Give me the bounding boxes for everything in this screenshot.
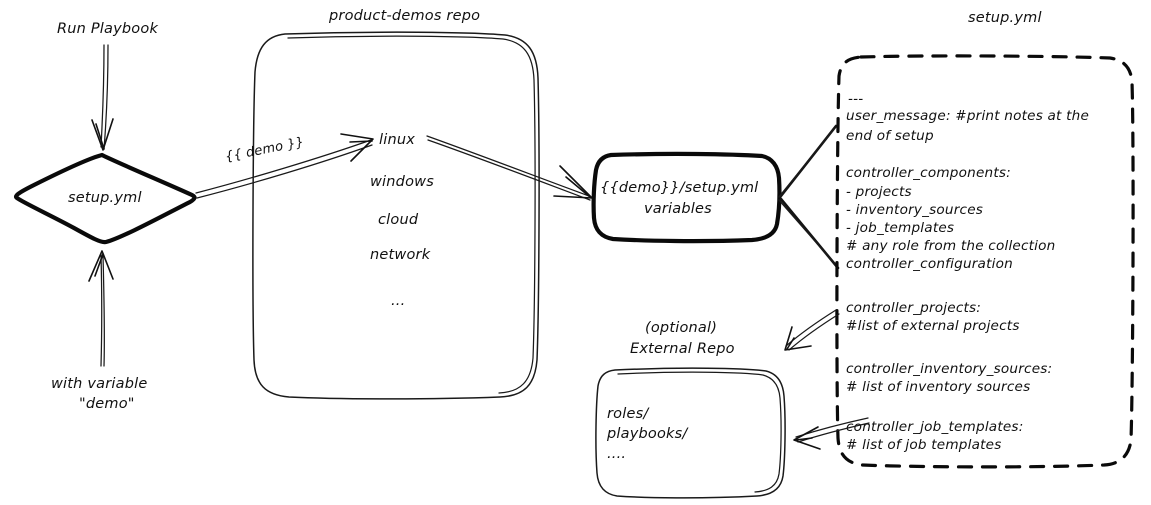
- demo-setup-variables-box[interactable]: {{demo}}/setup.yml variables: [591, 151, 782, 244]
- vars-box-outline: [591, 151, 782, 244]
- code-line-18: # list of job templates: [846, 437, 1002, 453]
- code-line-6: - inventory_sources: [846, 202, 983, 218]
- code-line-12: #list of external projects: [846, 318, 1020, 334]
- ext-edge-top-arrowhead: [784, 326, 812, 351]
- linux-to-vars-edge: [426, 135, 593, 201]
- setupyml-vars-edge-top-double: [778, 128, 835, 198]
- external-repo-line-roles: roles/: [607, 406, 650, 422]
- external-repo-box[interactable]: (optional) External Repo roles/ playbook…: [595, 320, 786, 499]
- with-variable-arrowhead: [88, 250, 114, 282]
- code-line-0: ---: [848, 91, 863, 107]
- linux-vars-shaft-b: [427, 139, 591, 201]
- product-demos-repo-title: product-demos repo: [328, 8, 480, 24]
- product-demos-repo-outline: [252, 31, 540, 400]
- product-demos-repo-outline-double: [287, 35, 536, 394]
- demo-edge-shaft-a: [195, 139, 372, 194]
- vars-box-line1: {{demo}}/setup.yml: [600, 180, 758, 196]
- code-line-15: # list of inventory sources: [846, 379, 1030, 395]
- setup-yml-content-panel[interactable]: setup.yml --- user_message: #print notes…: [835, 10, 1135, 469]
- external-repo-outline: [595, 367, 786, 499]
- code-line-1: user_message: #print notes at the: [846, 108, 1089, 124]
- code-line-17: controller_job_templates:: [846, 419, 1024, 435]
- ext-edge-bottom-arrowhead: [793, 426, 821, 450]
- setup-yml-diamond-outline: [14, 152, 197, 245]
- ext-edge-top-b: [788, 313, 840, 351]
- run-playbook-arrow-shaft-a: [100, 44, 105, 148]
- ext-edge-top-arrowhead-inner: [786, 337, 795, 350]
- code-line-14: controller_inventory_sources:: [846, 361, 1052, 377]
- product-demos-repo-items: linux windows cloud network ...: [370, 132, 434, 309]
- external-repo-line-ellipsis: ....: [607, 446, 626, 462]
- run-playbook-label: Run Playbook: [57, 21, 158, 37]
- run-playbook-arrowhead: [91, 118, 114, 151]
- repo-item-linux[interactable]: linux: [379, 132, 415, 148]
- repo-item-cloud[interactable]: cloud: [378, 212, 419, 228]
- setup-yml-panel-title: setup.yml: [968, 10, 1042, 26]
- setupyml-to-vars-edges: [778, 124, 840, 270]
- repo-item-network[interactable]: network: [370, 247, 431, 263]
- with-variable-arrow-shaft-b: [102, 254, 106, 367]
- setupyml-to-external-repo-edges: [784, 309, 870, 450]
- vars-box-fill: [596, 155, 777, 237]
- setup-yml-panel-dashed-border: [835, 54, 1135, 469]
- code-line-9: controller_configuration: [846, 256, 1013, 272]
- run-playbook-arrow-shaft-b: [103, 44, 109, 150]
- linux-vars-arrowhead-inner: [565, 176, 591, 198]
- repo-item-windows[interactable]: windows: [370, 174, 434, 190]
- external-repo-outline-double: [617, 371, 782, 493]
- repo-item-ellipsis: ...: [391, 293, 405, 309]
- code-line-4: controller_components:: [846, 165, 1011, 181]
- run-playbook-arrowhead-inner: [95, 123, 105, 150]
- code-line-2: end of setup: [846, 128, 934, 144]
- code-line-11: controller_projects:: [846, 300, 981, 316]
- vars-box-line2: variables: [644, 201, 712, 217]
- demo-edge-shaft-b: [196, 144, 373, 199]
- with-variable-group: with variable "demo": [51, 250, 147, 412]
- ext-edge-top-a: [785, 309, 837, 347]
- code-line-5: - projects: [846, 184, 912, 200]
- with-variable-label-line2: "demo": [79, 396, 135, 412]
- with-variable-arrow-shaft-a: [100, 253, 103, 367]
- external-repo-line-playbooks: playbooks/: [606, 426, 689, 442]
- external-repo-title-line2: External Repo: [630, 341, 735, 357]
- with-variable-label-line1: with variable: [51, 376, 147, 392]
- product-demos-repo-box[interactable]: product-demos repo linux windows cloud n…: [252, 8, 540, 400]
- demo-edge-label: {{ demo }}: [224, 135, 306, 165]
- ext-edge-bottom-arrowhead-inner: [795, 437, 813, 441]
- demo-edge-arrowhead-inner: [349, 140, 373, 143]
- demo-edge-group: {{ demo }}: [195, 133, 374, 199]
- linux-vars-shaft-a: [426, 135, 590, 197]
- ext-edge-bottom-b: [797, 422, 870, 443]
- setup-yml-code-lines: --- user_message: #print notes at the en…: [846, 91, 1089, 453]
- code-line-8: # any role from the collection: [846, 238, 1056, 254]
- with-variable-arrowhead-inner: [94, 253, 104, 277]
- setup-yml-diamond-node[interactable]: setup.yml: [14, 152, 197, 245]
- code-line-7: - job_templates: [846, 220, 954, 236]
- external-repo-title-line1: (optional): [645, 320, 717, 336]
- setupyml-vars-edge-bottom-double: [778, 199, 837, 266]
- setup-yml-diamond-label: setup.yml: [68, 190, 142, 206]
- demo-edge-arrowhead: [340, 133, 374, 162]
- run-playbook-group: Run Playbook: [57, 21, 158, 151]
